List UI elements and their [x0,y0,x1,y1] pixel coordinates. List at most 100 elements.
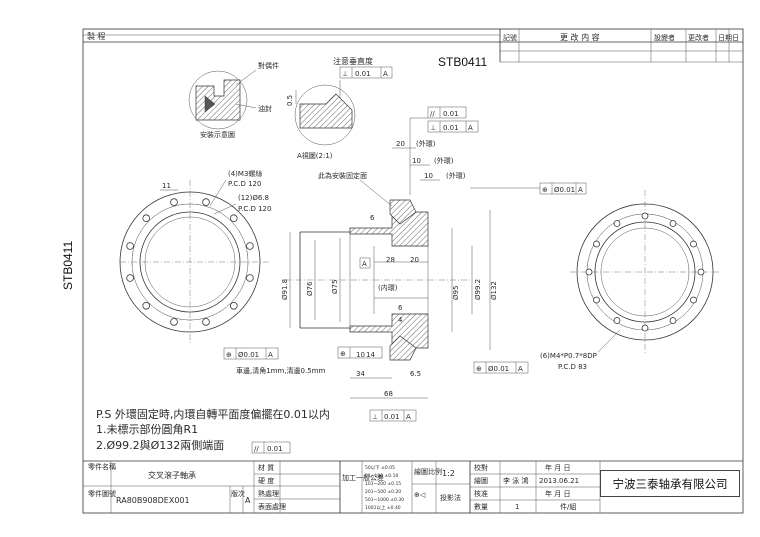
rev-col-content: 更 改 内 容 [560,32,600,42]
drawn-label: 繪圖 [474,476,488,485]
bolt-hole [230,301,238,310]
heat-label: 熱處理 [258,489,279,498]
header-row: 製 程 記號 更 改 内 容 設變者 更改者 日期 日 [83,29,743,63]
bolt-hole [690,240,697,248]
position-icon-2: ⊕ [340,350,346,358]
dim-6-top: 6 [370,214,375,222]
perp-value: 0.01 [355,70,371,78]
runout-value: 0.01 [443,124,459,132]
rev-col-changer: 更改者 [688,33,709,42]
bolt-hole [126,242,134,250]
version-label: 版次 [231,489,245,498]
pcd-120-a: P.C.D 120 [228,180,261,188]
mount-label: 對偶件 [258,61,279,70]
position-value: Ø0.01 [554,186,575,194]
bolt-hole [613,317,621,324]
hardness-label: 硬 度 [258,476,274,485]
install-face-note: 此為安裝固定面 [318,171,367,180]
drawing-code-side: STB0411 [61,241,75,290]
bolt-hole [690,296,697,304]
dim-68: 68 [384,390,393,398]
rev-col-designer: 設變者 [654,33,675,42]
pcd-120-b: P.C.D 120 [238,205,271,213]
front-view: 11 (4)M3螺絲 P.C.D 120 (12)Ø6.8 P.C.D 120 … [119,169,279,360]
bolt-hole [669,317,677,324]
label-outer: (外環) [416,139,436,148]
front-view-holes [126,198,254,326]
tol-row-6: 1001以上 ±0.40 [365,504,401,511]
runout-icon: ⊥ [430,124,436,132]
bolt-hole [246,274,254,282]
date-header: 年 月 日 [545,463,570,472]
company-name: 宁波三泰轴承有限公司 [600,470,740,497]
bolt-hole [170,198,178,206]
label-inner: (内環) [378,283,398,292]
title-block: 零件名稱 交叉滾子軸承 零件圖號 RA80B908DEX001 版次 A 材 質… [83,460,743,513]
dim-28: 28 [386,256,395,264]
install-diagram: 對偶件 油封 安裝示意圖 [188,61,279,139]
bolt-hole [230,214,238,223]
part-name: 交叉滾子軸承 [148,470,196,480]
part-name-label: 零件名稱 [88,462,116,471]
check-label: 校對 [474,463,488,472]
bolt-hole [697,268,705,276]
material-label: 材 質 [258,463,274,472]
dim-10-outer: 10 [412,157,421,165]
install-view-label: 安裝示意圖 [200,130,235,139]
dim-10-outer-b: 10 [424,172,433,180]
rear-view: (6)M4*P0.7*8DP P.C.D 83 [540,190,720,371]
datum-a: A [362,260,367,268]
part-no-label: 零件圖號 [88,489,116,498]
scale: 1:2 [442,469,455,478]
parallel-icon: // [430,110,435,118]
qty-label: 數量 [474,502,488,511]
chamfer-note: 車邊,清角1mm,清邊0.5mm [236,366,325,375]
position-value-front: Ø0.01 [238,351,259,359]
parallel-icon-note: // [254,445,259,453]
label-outer-2: (外環) [434,156,454,165]
qty: 1 [515,503,519,511]
notes: P.S 外環固定時,内環自轉平面度偏擺在0.01以内 1.未標示部份圓角R1 2… [96,407,330,454]
bolt-hole [585,268,593,276]
unit: 件/組 [560,502,576,511]
tol-row-4: 201~500 ±0.20 [365,489,401,495]
runout-datum: A [468,124,473,132]
tolerance-label: 加工一般公差 [342,473,384,482]
bolt-hole [246,242,254,250]
cross-section: Ø91.8 Ø76 Ø75 Ø95 Ø99.2 Ø132 A 20 (外環) 1… [236,139,529,422]
dia-99-2: Ø99.2 [474,279,482,300]
tol-row-1: 50以下 ±0.05 [365,465,395,471]
bolt-hole [669,220,677,227]
dim-34: 34 [356,370,365,378]
position-value-3: Ø0.01 [488,365,509,373]
tol-row-3: 101~200 ±0.15 [365,481,401,487]
date-header-2: 年 月 日 [545,489,570,498]
note-ps: P.S 外環固定時,内環自轉平面度偏擺在0.01以内 [96,407,330,421]
scale-label: 繪圖比例 [414,467,442,476]
position-datum-3: A [518,365,523,373]
dim-6: 6 [398,304,403,312]
dim-10: 10 [356,351,365,359]
dim-20: 20 [410,256,419,264]
hole-6-8: (12)Ø6.8 [238,194,269,202]
perp-datum-2: A [406,413,411,421]
tolerance-frames-top: // 0.01 ⊥ 0.01 A ⊕ Ø0.01 A [409,106,587,195]
projection-icon: ⊕◁ [414,491,426,499]
dim-14: 14 [366,351,375,359]
hole-m4: (6)M4*P0.7*8DP [540,352,597,360]
parallel-value: 0.01 [443,110,459,118]
bolt-hole [641,212,649,220]
dim-0-5: 0.5 [286,95,294,106]
rear-view-holes [585,212,705,332]
position-icon-front: ⊕ [226,351,232,359]
position-datum-front: A [268,351,273,359]
tol-row-5: 501~1000 ±0.30 [365,497,404,503]
drawing-code-top: STB0411 [438,55,487,69]
dia-91-8: Ø91.8 [281,279,289,300]
position-icon: ⊕ [542,186,548,194]
perp-value-2: 0.01 [384,413,400,421]
position-datum: A [578,186,583,194]
outer-frame [82,28,744,514]
drawn-date: 2013.06.21 [539,477,579,485]
bolt-hole [126,274,134,282]
